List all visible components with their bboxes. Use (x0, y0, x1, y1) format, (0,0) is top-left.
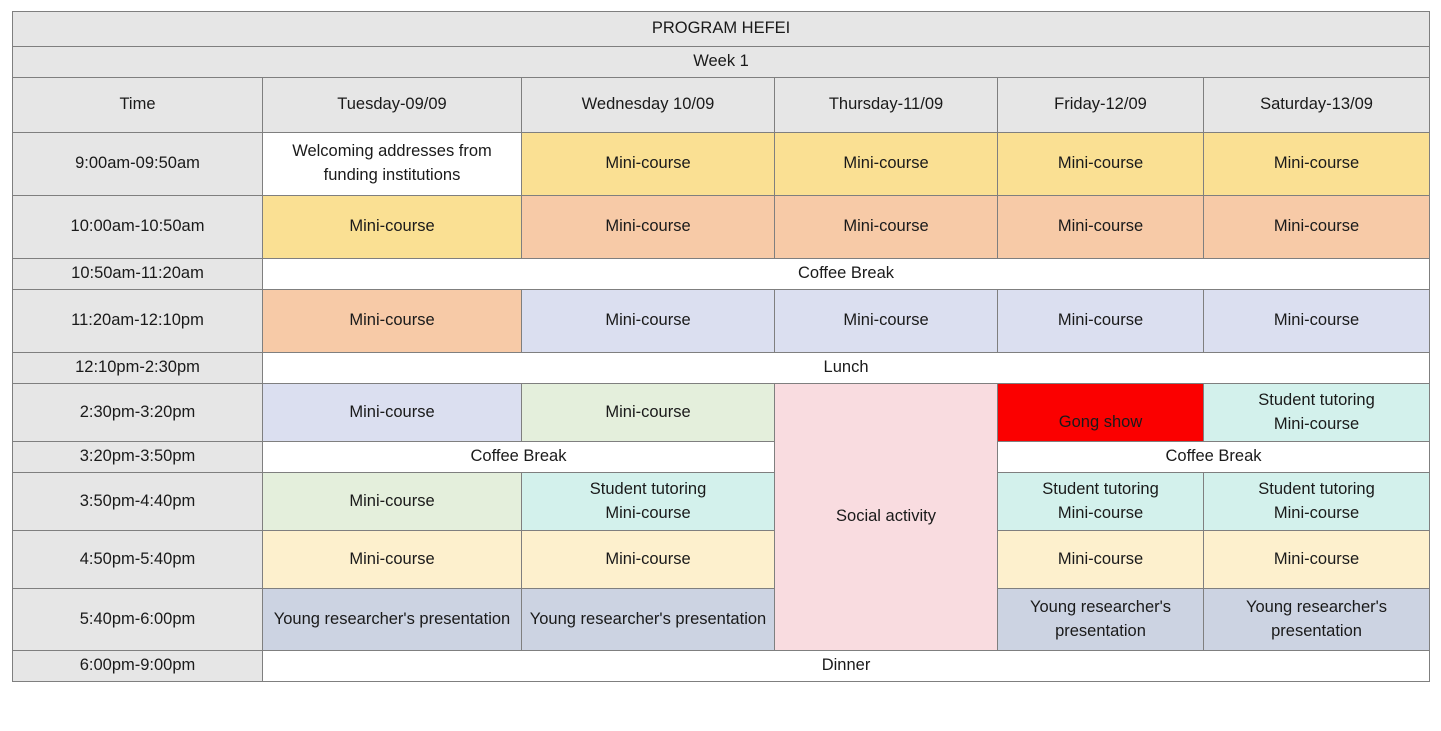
column-header-time: Time (12, 77, 263, 133)
gong-show-label: Gong show (1058, 412, 1143, 431)
session-wed-presentation[interactable]: Young researcher's presentation (521, 588, 775, 651)
session-sat-1120[interactable]: Mini-course (1202, 289, 1431, 353)
time-label-1120: 11:20am-12:10pm (12, 289, 263, 353)
session-tue-1650[interactable]: Mini-course (262, 530, 522, 589)
session-wed-0900[interactable]: Mini-course (521, 132, 775, 196)
session-wed-1430[interactable]: Mini-course (521, 383, 775, 442)
time-label-0900: 9:00am-09:50am (12, 132, 263, 196)
column-header-friday: Friday-12/09 (997, 77, 1204, 133)
session-dinner[interactable]: Dinner (261, 650, 1431, 682)
table-row-1000: 10:00am-10:50am Mini-course Mini-course … (12, 195, 1431, 259)
session-fri-presentation[interactable]: Young researcher's presentation (997, 588, 1204, 651)
mini-course-label-sat-1430: Mini-course (1273, 414, 1360, 433)
student-tutoring-label-sat-1550: Student tutoring (1258, 479, 1375, 498)
session-sat-0900[interactable]: Mini-course (1202, 132, 1431, 196)
time-label-1740: 5:40pm-6:00pm (12, 588, 263, 651)
session-thu-social-activity[interactable]: Social activity (774, 383, 998, 651)
time-label-1050: 10:50am-11:20am (12, 258, 263, 290)
session-fri-0900[interactable]: Mini-course (997, 132, 1204, 196)
session-fri-1650[interactable]: Mini-course (997, 530, 1204, 589)
session-sat-1550[interactable]: Student tutoring Mini-course (1202, 472, 1431, 531)
column-header-wednesday: Wednesday 10/09 (521, 77, 775, 133)
program-schedule-table: PROGRAM HEFEI Week 1 Time Tuesday-09/09 … (11, 11, 1431, 682)
time-label-1000: 10:00am-10:50am (12, 195, 263, 259)
session-thu-1000[interactable]: Mini-course (774, 195, 998, 259)
session-sat-1000[interactable]: Mini-course (1202, 195, 1431, 259)
session-coffee-break-afternoon-left[interactable]: Coffee Break (262, 441, 775, 473)
week-label: Week 1 (11, 46, 1431, 78)
session-sat-1650[interactable]: Mini-course (1202, 530, 1431, 589)
column-header-thursday: Thursday-11/09 (774, 77, 998, 133)
time-label-1650: 4:50pm-5:40pm (12, 530, 263, 589)
session-thu-0900[interactable]: Mini-course (774, 132, 998, 196)
time-label-1430: 2:30pm-3:20pm (12, 383, 263, 442)
mini-course-label-fri-1550: Mini-course (1057, 503, 1144, 522)
table-row-1650: 4:50pm-5:40pm Mini-course Mini-course Mi… (12, 530, 1431, 589)
time-label-1520: 3:20pm-3:50pm (12, 441, 263, 473)
student-tutoring-label-wed-1550: Student tutoring (589, 479, 707, 498)
session-wed-1000[interactable]: Mini-course (521, 195, 775, 259)
table-row-1120: 11:20am-12:10pm Mini-course Mini-course … (12, 289, 1431, 353)
session-wed-1120[interactable]: Mini-course (521, 289, 775, 353)
table-row-title: PROGRAM HEFEI (11, 11, 1431, 47)
student-tutoring-label-sat-1430: Student tutoring (1258, 390, 1375, 409)
table-row-column-headers: Time Tuesday-09/09 Wednesday 10/09 Thurs… (12, 77, 1431, 133)
session-coffee-break-afternoon-right[interactable]: Coffee Break (996, 441, 1431, 473)
mini-course-label-wed-1550: Mini-course (605, 503, 691, 522)
student-tutoring-label-fri-1550: Student tutoring (1042, 479, 1159, 498)
column-header-saturday: Saturday-13/09 (1202, 77, 1431, 133)
session-tue-0900[interactable]: Welcoming addresses from funding institu… (262, 132, 522, 196)
column-header-tuesday: Tuesday-09/09 (262, 77, 522, 133)
session-fri-1000[interactable]: Mini-course (997, 195, 1204, 259)
time-label-1210: 12:10pm-2:30pm (12, 352, 263, 384)
session-tue-1120[interactable]: Mini-course (262, 289, 522, 353)
table-row-1050: 10:50am-11:20am Coffee Break (12, 258, 1431, 290)
table-row-0900: 9:00am-09:50am Welcoming addresses from … (12, 132, 1431, 196)
session-thu-1120[interactable]: Mini-course (774, 289, 998, 353)
session-sat-1430[interactable]: Student tutoring Mini-course (1202, 383, 1431, 442)
table-row-week: Week 1 (11, 46, 1431, 78)
session-coffee-break-morning[interactable]: Coffee Break (261, 258, 1431, 290)
table-row-1210: 12:10pm-2:30pm Lunch (12, 352, 1431, 384)
session-tue-1000[interactable]: Mini-course (262, 195, 522, 259)
session-tue-presentation[interactable]: Young researcher's presentation (262, 588, 522, 651)
session-lunch[interactable]: Lunch (261, 352, 1431, 384)
session-sat-presentation[interactable]: Young researcher's presentation (1202, 588, 1431, 651)
program-title: PROGRAM HEFEI (11, 11, 1431, 47)
session-fri-1120[interactable]: Mini-course (997, 289, 1204, 353)
session-tue-1430[interactable]: Mini-course (262, 383, 522, 442)
table-row-1520: 3:20pm-3:50pm Coffee Break Coffee Break (12, 441, 1431, 473)
table-row-1430: 2:30pm-3:20pm Mini-course Mini-course So… (12, 383, 1431, 651)
session-tue-1550[interactable]: Mini-course (262, 472, 522, 531)
session-fri-1550[interactable]: Student tutoring Mini-course (997, 472, 1204, 531)
table-row-1740: 5:40pm-6:00pm Young researcher's present… (12, 588, 1431, 651)
session-wed-1650[interactable]: Mini-course (521, 530, 775, 589)
session-fri-gong-show[interactable]: Gong show (997, 383, 1204, 442)
table-row-1800: 6:00pm-9:00pm Dinner (12, 650, 1431, 682)
mini-course-label-sat-1550: Mini-course (1273, 503, 1360, 522)
session-wed-1550[interactable]: Student tutoring Mini-course (521, 472, 775, 531)
time-label-1550: 3:50pm-4:40pm (12, 472, 263, 531)
time-label-1800: 6:00pm-9:00pm (12, 650, 263, 682)
table-row-1550: 3:50pm-4:40pm Mini-course Student tutori… (12, 472, 1431, 531)
